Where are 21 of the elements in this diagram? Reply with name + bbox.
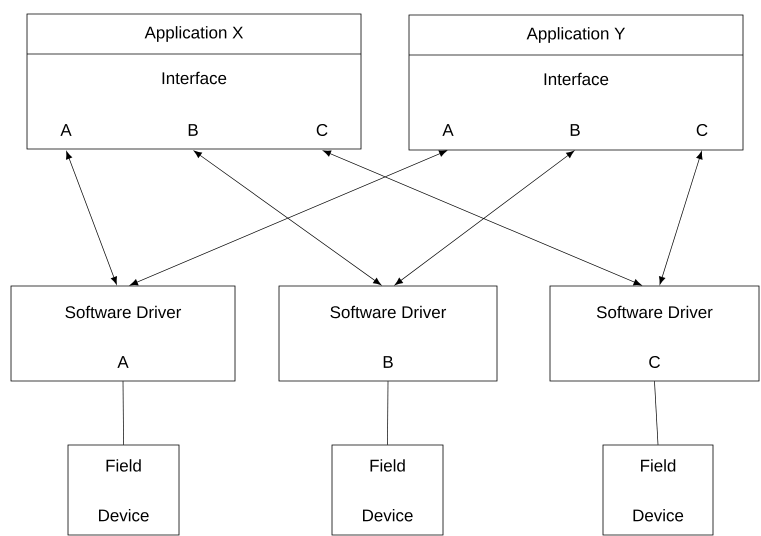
driver-box: Software Driver A xyxy=(10,286,236,382)
arrow xyxy=(394,150,574,286)
port-label: C xyxy=(696,124,708,136)
driver-box: Software Driver B xyxy=(278,286,498,382)
arrow xyxy=(66,151,117,285)
port-label: A xyxy=(442,124,454,136)
arrow xyxy=(659,151,702,285)
port-label: B xyxy=(570,124,580,136)
arrow xyxy=(130,150,448,286)
arrow xyxy=(194,150,382,286)
port-label: A xyxy=(60,124,72,136)
device-box: Field Device xyxy=(602,444,714,536)
device-box: Field Device xyxy=(68,444,180,536)
arrow xyxy=(322,150,642,286)
device-box: Field Device xyxy=(332,444,444,536)
driver-box: Software Driver C xyxy=(550,286,760,382)
port-label: C xyxy=(316,124,328,136)
connector-line xyxy=(654,381,658,445)
connector-line xyxy=(122,381,124,445)
connector-line xyxy=(387,381,388,445)
port-label: B xyxy=(188,124,198,136)
